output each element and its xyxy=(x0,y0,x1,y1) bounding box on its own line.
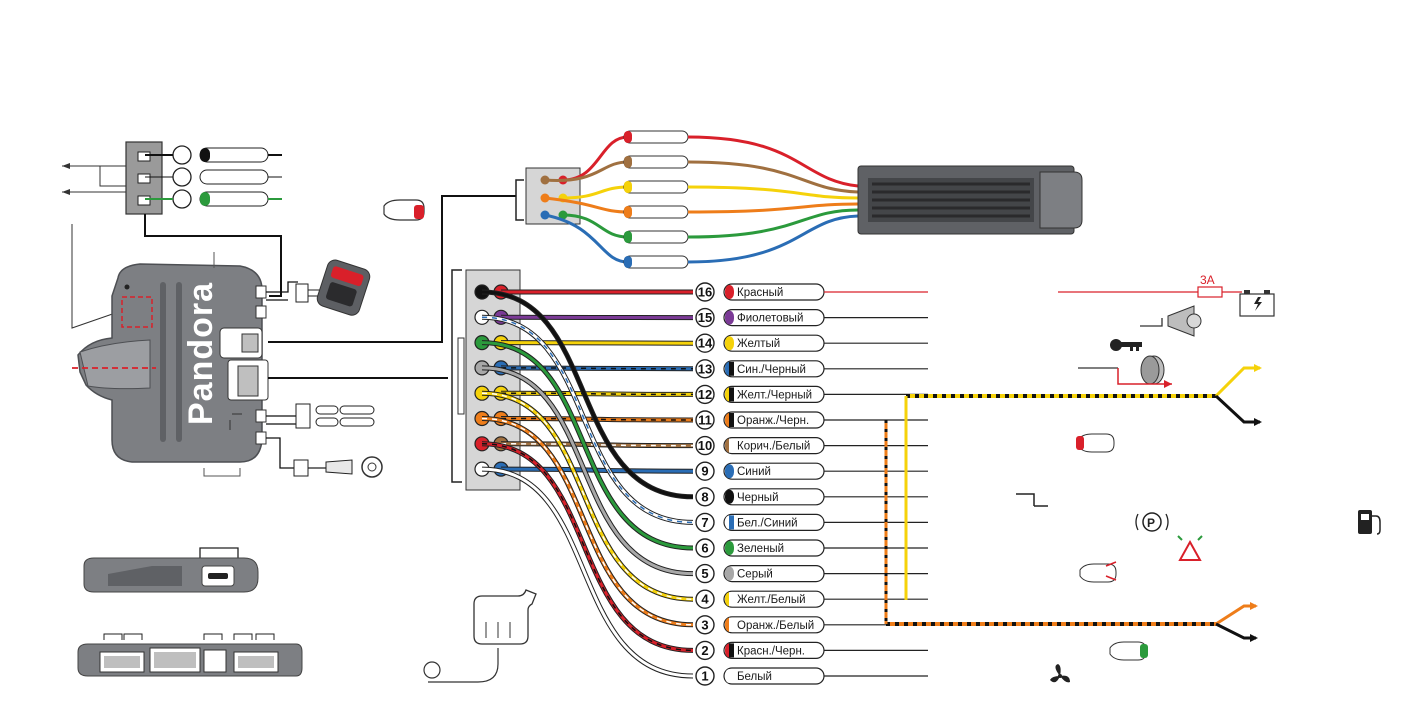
battery-icon xyxy=(1240,290,1274,316)
pin-number: 7 xyxy=(701,515,708,530)
sensor-icon xyxy=(424,590,536,682)
fuse-label: 3A xyxy=(1200,273,1215,287)
wire-stripe-swatch xyxy=(729,618,734,632)
pin-number: 11 xyxy=(698,413,712,428)
security-tag-connector xyxy=(266,282,322,302)
wire-stripe-swatch xyxy=(729,387,734,401)
pin-number: 3 xyxy=(701,617,708,632)
wire-label: Черный xyxy=(737,492,779,504)
hazard-icon xyxy=(1178,536,1202,560)
pin-number: 15 xyxy=(698,310,712,325)
wire-label: Корич./Белый xyxy=(737,441,810,453)
siren-icon xyxy=(1140,306,1201,336)
wire-label: Красн./Черн. xyxy=(737,645,805,657)
parking-icon: P xyxy=(1136,513,1168,531)
key-icon xyxy=(1110,339,1142,351)
wire-14 xyxy=(501,343,693,344)
pin-number: 13 xyxy=(698,361,712,376)
pin-number: 9 xyxy=(701,464,708,479)
wire-label: Бел./Синий xyxy=(737,517,798,529)
wire-color-swatch xyxy=(725,541,734,555)
pin-number: 14 xyxy=(698,336,713,351)
pin-number: 1 xyxy=(701,669,708,684)
unit-bottom-view xyxy=(78,634,302,676)
pin-number: 5 xyxy=(701,566,708,581)
door-switch-icon xyxy=(1016,494,1048,506)
usb-port-icon xyxy=(84,548,258,592)
pin-number: 2 xyxy=(701,643,708,658)
right-side-lines: 3A xyxy=(1058,273,1242,297)
wire-color-swatch xyxy=(725,669,734,683)
wire-color-swatch xyxy=(725,567,734,581)
pin-number: 8 xyxy=(701,489,708,504)
car-light-icon xyxy=(1076,434,1114,452)
pin-number: 10 xyxy=(698,438,712,453)
security-tag-icon xyxy=(315,258,372,317)
ring-terminal-icon xyxy=(266,438,382,477)
wire-stripe-swatch xyxy=(729,592,734,606)
twisted-pair-11 xyxy=(886,396,1258,642)
vehicle-connector xyxy=(858,166,1082,234)
wire-label: Желтый xyxy=(737,338,780,350)
pin-number: 4 xyxy=(701,592,709,607)
main-connector xyxy=(452,270,520,490)
wire-color-swatch xyxy=(725,490,734,504)
wire-label: Красный xyxy=(737,287,783,299)
wire-label: Желт./Белый xyxy=(737,594,806,606)
brand-logo: Pandora xyxy=(182,282,220,425)
wire-label: Синий xyxy=(737,466,771,478)
wire-color-swatch xyxy=(725,285,734,299)
pin-number: 16 xyxy=(698,285,712,300)
svg-text:P: P xyxy=(1147,516,1155,530)
wire-label: Оранж./Черн. xyxy=(737,415,809,427)
wire-stripe-swatch xyxy=(729,643,734,657)
wire-label: Оранж./Белый xyxy=(737,620,814,632)
wire-stripe-swatch xyxy=(729,413,734,427)
wire-label: Фиолетовый xyxy=(737,313,803,325)
wire-label: Зеленый xyxy=(737,543,784,555)
wire-stripe-swatch xyxy=(729,362,734,376)
wire-stripe-swatch xyxy=(729,439,734,453)
fuel-icon xyxy=(1358,510,1380,534)
top-harness xyxy=(545,131,858,268)
pin-number: 6 xyxy=(701,541,708,556)
wire-color-swatch xyxy=(725,311,734,325)
car-light-icon xyxy=(384,200,424,220)
wire-stripe-swatch xyxy=(729,515,734,529)
main-unit: Pandora xyxy=(72,252,268,476)
fan-icon xyxy=(1050,664,1070,682)
wire-label: Серый xyxy=(737,569,773,581)
wire-label: Белый xyxy=(737,671,772,683)
wire-label: Желт./Черный xyxy=(737,389,812,401)
speaker-icon xyxy=(1078,356,1172,388)
twisted-pair-12 xyxy=(906,364,1262,426)
wire-color-swatch xyxy=(725,464,734,478)
car-light-icon xyxy=(1080,562,1116,582)
wire-color-swatch xyxy=(725,336,734,350)
wire-label: Син./Черный xyxy=(737,364,806,376)
pin-number: 12 xyxy=(698,387,712,402)
car-light-icon xyxy=(1110,642,1148,660)
